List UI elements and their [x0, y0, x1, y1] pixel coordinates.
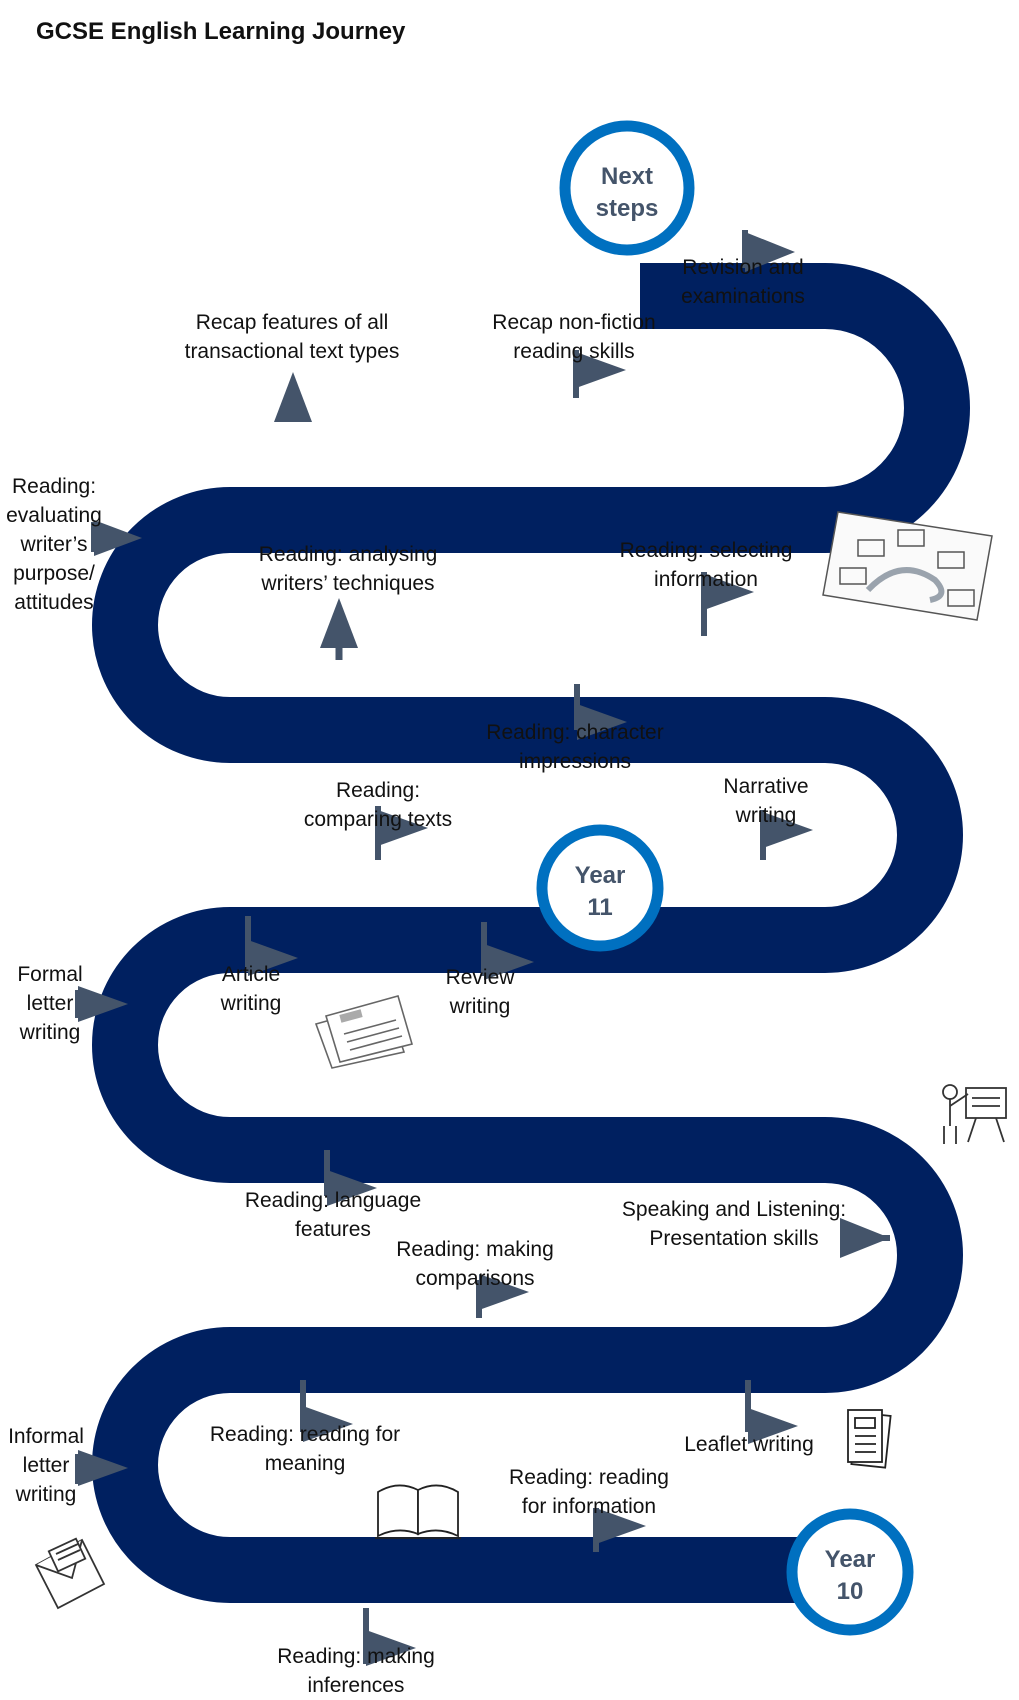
label-review: Review writing — [445, 966, 515, 1018]
story-mountain-worksheet-icon — [822, 511, 993, 621]
flag-making-comparisons-icon — [476, 1274, 529, 1318]
badge-next-steps-line1: Next — [601, 163, 653, 190]
book-icon — [375, 1484, 461, 1539]
flag-reading-meaning-icon — [300, 1380, 353, 1442]
label-inferences: Reading: making inferences — [277, 1645, 435, 1697]
flag-informal-letter-icon — [75, 1450, 128, 1486]
arrow-up-analysing-icon — [320, 598, 358, 660]
label-evaluating: Reading: evaluating writer’s purpose/ at… — [6, 475, 102, 614]
leaflet-icon — [847, 1409, 892, 1469]
flag-inferences-icon — [363, 1608, 416, 1666]
flag-review-icon — [481, 922, 534, 980]
label-character: Reading: character impressions — [486, 721, 664, 773]
badge-year-11-line2: 11 — [587, 894, 612, 921]
label-reading-meaning: Reading: reading for meaning — [209, 1423, 401, 1475]
label-language-features: Reading: language features — [244, 1189, 422, 1241]
flag-reading-information-icon — [593, 1508, 646, 1552]
label-selecting: Reading: selecting information — [619, 539, 793, 591]
flag-evaluating-icon — [91, 520, 142, 556]
flag-narrative-icon — [760, 810, 813, 860]
label-recap-nonfiction: Recap non-fiction reading skills — [492, 311, 656, 363]
label-revision: Revision and examinations — [681, 256, 805, 308]
label-recap-transactional: Recap features of all transactional text… — [184, 311, 400, 363]
flag-language-features-icon — [324, 1150, 377, 1206]
flag-comparing-texts-icon — [375, 806, 428, 860]
flag-leaflet-icon — [745, 1380, 798, 1444]
label-narrative: Narrative writing — [723, 775, 809, 827]
flag-revision-icon — [742, 230, 795, 272]
envelope-icon — [34, 1537, 106, 1610]
badge-year-11-line1: Year — [575, 862, 626, 889]
badge-next-steps: Next steps — [559, 120, 695, 256]
arrow-up-recap-transactional-icon — [274, 372, 312, 422]
flag-selecting-icon — [701, 572, 754, 636]
flag-formal-letter-icon — [75, 986, 128, 1022]
label-leaflet: Leaflet writing — [684, 1433, 814, 1456]
journey-road — [92, 263, 970, 1603]
flag-recap-nonfiction-icon — [573, 350, 626, 398]
badge-year-11: Year 11 — [536, 824, 664, 952]
newspaper-icon — [314, 995, 414, 1069]
label-making-comparisons: Reading: making comparisons — [396, 1238, 554, 1290]
badge-year-10-line2: 10 — [837, 1578, 864, 1605]
flag-article-icon — [245, 916, 298, 976]
label-speaking-listening: Speaking and Listening: Presentation ski… — [621, 1198, 847, 1250]
badge-next-steps-line2: steps — [596, 195, 659, 222]
page-title: GCSE English Learning Journey — [36, 18, 406, 45]
label-formal-letter: Formal letter writing — [17, 963, 83, 1044]
label-comparing-texts: Reading: comparing texts — [303, 779, 453, 831]
label-analysing: Reading: analysing writers’ techniques — [258, 543, 438, 595]
label-article: Article writing — [220, 963, 282, 1015]
presenter-icon — [942, 1084, 1007, 1144]
label-reading-information: Reading: reading for information — [509, 1466, 669, 1518]
badge-year-10: Year 10 — [786, 1508, 914, 1636]
flag-speaking-listening-icon — [840, 1218, 890, 1258]
label-informal-letter: Informal letter writing — [8, 1425, 84, 1506]
badge-year-10-line1: Year — [825, 1546, 876, 1573]
flag-character-icon — [574, 684, 627, 740]
